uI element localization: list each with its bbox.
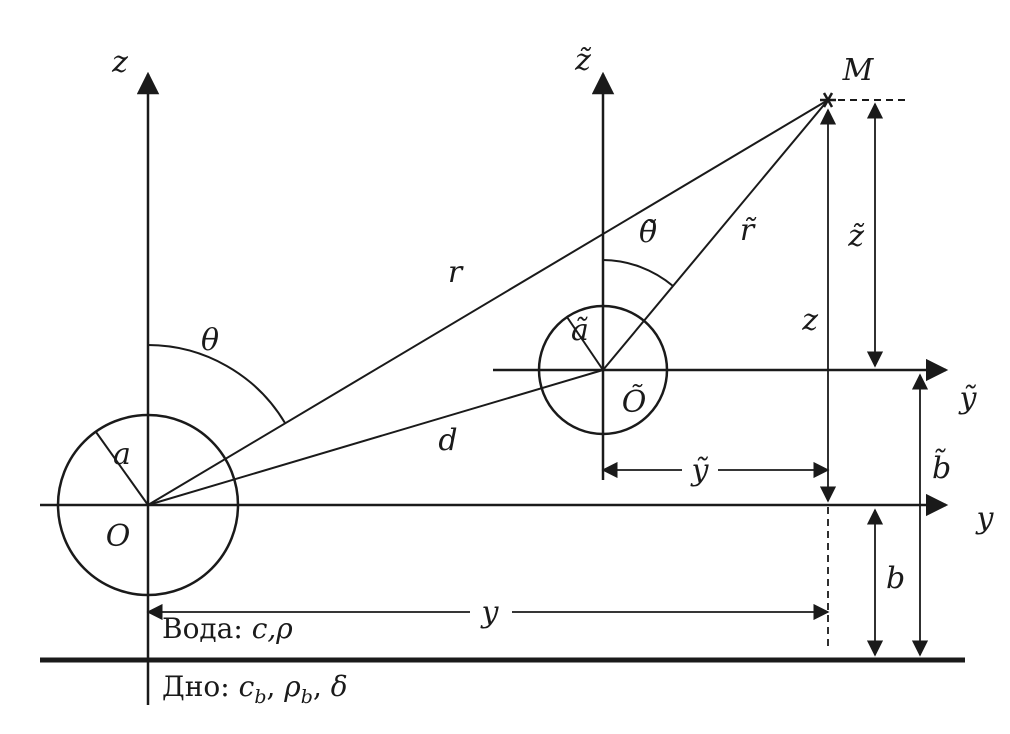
r-tilde-label: r̃ (740, 213, 757, 248)
left-sphere (56, 413, 240, 597)
rays (147, 99, 829, 506)
bottom-label-sep1: , (266, 670, 284, 703)
ray-r-tilde (602, 99, 829, 371)
bottom-label-prefix: Дно: (162, 670, 239, 703)
z-axis-label: z (111, 45, 128, 80)
ray-r (147, 99, 829, 506)
b-tilde-dimension-label: b̃ (932, 448, 951, 486)
a-tilde-label: ã (571, 313, 589, 348)
water-label-params: c,ρ (252, 612, 294, 645)
origin-o-tilde-label: Õ (622, 384, 647, 420)
water-label: Вода: c,ρ (162, 612, 293, 645)
right-sphere-radius-line (566, 316, 604, 371)
bottom-label-rho: ρ (283, 670, 301, 703)
y-tilde-axis-label: ỹ (958, 381, 978, 416)
point-m-label: M (842, 53, 875, 88)
theta-tilde-arc (602, 259, 674, 287)
a-label: a (113, 437, 131, 472)
r-label: r (448, 255, 464, 290)
theta-arc (147, 344, 286, 424)
left-sphere-radius-line (95, 431, 149, 506)
y-dimension-label: y (480, 595, 500, 630)
bottom-label-sep2: , (313, 670, 331, 703)
y-axis-label: y (975, 501, 995, 536)
origin-o-label: O (106, 519, 131, 554)
field-point-marker (820, 92, 836, 108)
theta-tilde-label: θ̃ (639, 215, 657, 250)
bottom-label: Дно: cb, ρb, δ (162, 670, 348, 708)
y-tilde-dimension-label: ỹ (690, 453, 710, 488)
angle-arcs (147, 259, 674, 424)
bottom-label-rho-sub: b (301, 686, 313, 708)
dimension-lines (146, 99, 929, 657)
z-tilde-axis-label: z̃ (574, 43, 592, 78)
right-sphere (537, 304, 669, 436)
bottom-label-c: c (239, 670, 255, 703)
point-m-star-line (822, 92, 834, 108)
z-tilde-dimension-label: z̃ (847, 219, 865, 254)
bottom-label-delta: δ (331, 670, 348, 703)
z-dimension-label: z (801, 303, 818, 338)
spheres (56, 304, 669, 597)
labels: z z̃ M y ỹ θ θ̃ r r̃ d a ã O Õ z z̃ ỹ y … (106, 43, 995, 630)
water-label-prefix: Вода: (162, 612, 252, 645)
ray-d (147, 369, 604, 506)
bottom-label-c-sub: b (254, 686, 266, 708)
media-labels: Вода: c,ρ Дно: cb, ρb, δ (162, 612, 348, 708)
axes (40, 71, 965, 705)
d-label: d (438, 423, 457, 458)
theta-label: θ (201, 323, 219, 358)
b-dimension-label: b (886, 561, 905, 596)
